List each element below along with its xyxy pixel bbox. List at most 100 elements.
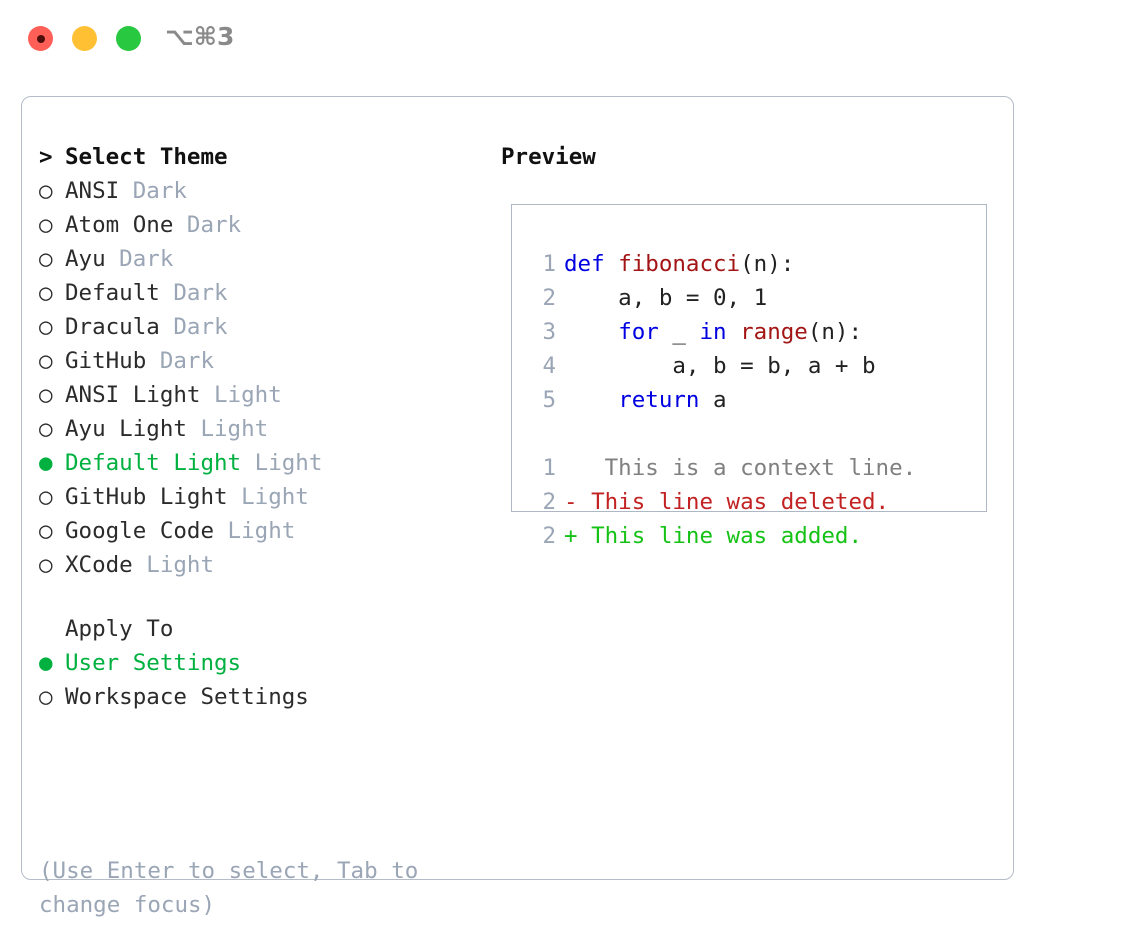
code-token: (n): [740,251,795,277]
code-token [564,387,618,413]
section-spacer [39,582,469,612]
theme-name-label: Dracula [65,314,160,340]
diff-line: 2 - This line was deleted. [530,485,916,519]
apply-to-item[interactable]: ○ Workspace Settings [39,680,469,714]
code-token: in [699,319,727,345]
diff-text: This is a context line. [564,455,917,481]
apply-to-list: ● User Settings ○ Workspace Settings [39,646,469,714]
radio-unselected-icon: ○ [39,212,53,238]
code-token: range [740,319,808,345]
radio-unselected-icon: ○ [39,484,53,510]
code-token: def [564,251,619,277]
close-button-icon[interactable] [28,26,53,51]
line-number: 2 [542,489,556,515]
theme-variant-tag: Dark [105,246,174,272]
apply-to-item[interactable]: ● User Settings [39,646,469,680]
diff-text: - This line was deleted. [564,489,890,515]
theme-picker-column: >Select Theme ○ANSI Dark○Atom One Dark○A… [39,140,469,714]
theme-name-label: ANSI [65,178,120,204]
keyboard-hint-text: (Use Enter to select, Tab to change focu… [39,858,432,918]
theme-variant-tag: Dark [173,212,242,238]
code-diff-gap [530,417,916,451]
header-caret-icon: > [39,144,53,170]
apply-to-header: Apply To [39,612,469,646]
theme-name-label: Google Code [65,518,215,544]
preview-column: Preview [501,140,596,174]
line-number: 2 [542,523,556,549]
theme-name-label: Default Light [65,450,242,476]
theme-variant-tag: Light [227,484,309,510]
theme-name-label: XCode [65,552,133,578]
theme-variant-tag: Light [200,382,282,408]
preview-title: Preview [501,144,596,170]
apply-to-header-indent [39,612,65,646]
radio-unselected-icon: ○ [39,518,53,544]
theme-variant-tag: Light [132,552,215,578]
line-number: 1 [542,251,556,277]
diff-line: 2 + This line was added. [530,519,916,553]
theme-list-item[interactable]: ○ ANSI Light Light [39,378,469,412]
theme-picker-header: > Select Theme [39,140,469,174]
code-line: 3 for _ in range(n): [530,315,916,349]
maximize-button-icon[interactable] [116,26,141,51]
line-number: 1 [542,455,556,481]
code-token: for [618,319,659,345]
theme-list-item[interactable]: ○Default Dark [39,276,469,310]
theme-variant-tag: Light [241,450,323,476]
line-number: 2 [542,285,556,311]
apply-to-header-label: Apply To [65,616,174,642]
radio-unselected-icon: ○ [39,382,53,408]
theme-list-item[interactable]: ○ GitHub Light Light [39,480,469,514]
theme-variant-tag: Light [214,518,296,544]
theme-variant-tag: Dark [159,314,228,340]
theme-variant-tag: Dark [119,178,187,204]
theme-list-item[interactable]: ○Ayu Light Light [39,412,469,446]
theme-list-item[interactable]: ● Default Light Light [39,446,469,480]
window-shortcut-label: ⌥⌘3 [165,22,235,51]
line-number: 4 [542,353,556,379]
radio-unselected-icon: ○ [39,280,53,306]
title-bar: ⌥⌘3 [0,0,1140,78]
code-token [727,319,741,345]
radio-unselected-icon: ○ [39,552,53,578]
radio-unselected-icon: ○ [39,684,53,710]
theme-list-item[interactable]: ○ XCode Light [39,548,469,582]
theme-name-label: GitHub Light [65,484,228,510]
theme-name-label: ANSI Light [65,382,201,408]
code-line: 2 a, b = 0, 1 [530,281,916,315]
code-token: _ [658,319,700,345]
theme-name-label: GitHub [65,348,147,374]
apply-to-label: User Settings [65,650,242,676]
code-token: (n): [807,319,863,345]
minimize-button-icon[interactable] [72,26,97,51]
traffic-lights [28,26,141,51]
theme-list-item[interactable]: ○ANSI Dark [39,174,469,208]
code-token: a [699,387,727,413]
theme-picker-header-label: Select Theme [65,144,228,170]
theme-list-item[interactable]: ○ Google Code Light [39,514,469,548]
radio-selected-icon: ● [39,650,53,676]
radio-selected-icon: ● [39,450,53,476]
code-token: a, b = 0, 1 [564,285,768,311]
code-token: return [618,387,700,413]
diff-line: 1 This is a context line. [530,451,916,485]
theme-variant-tag: Light [186,416,269,442]
code-token: a, b = b, a + b [564,353,876,379]
apply-to-label: Workspace Settings [65,684,309,710]
line-number: 5 [542,387,556,413]
theme-list-item[interactable]: ○Atom One Dark [39,208,469,242]
theme-list-item[interactable]: ○GitHub Dark [39,344,469,378]
code-token: fibonacci [618,251,741,277]
diff-text: + This line was added. [564,523,863,549]
line-number: 3 [542,319,556,345]
code-line: 5 return a [530,383,916,417]
theme-list: ○ANSI Dark○Atom One Dark○Ayu Dark○Defaul… [39,174,469,582]
code-line: 1 def fibonacci(n): [530,247,916,281]
theme-list-item[interactable]: ○Dracula Dark [39,310,469,344]
theme-list-item[interactable]: ○Ayu Dark [39,242,469,276]
radio-unselected-icon: ○ [39,246,53,272]
